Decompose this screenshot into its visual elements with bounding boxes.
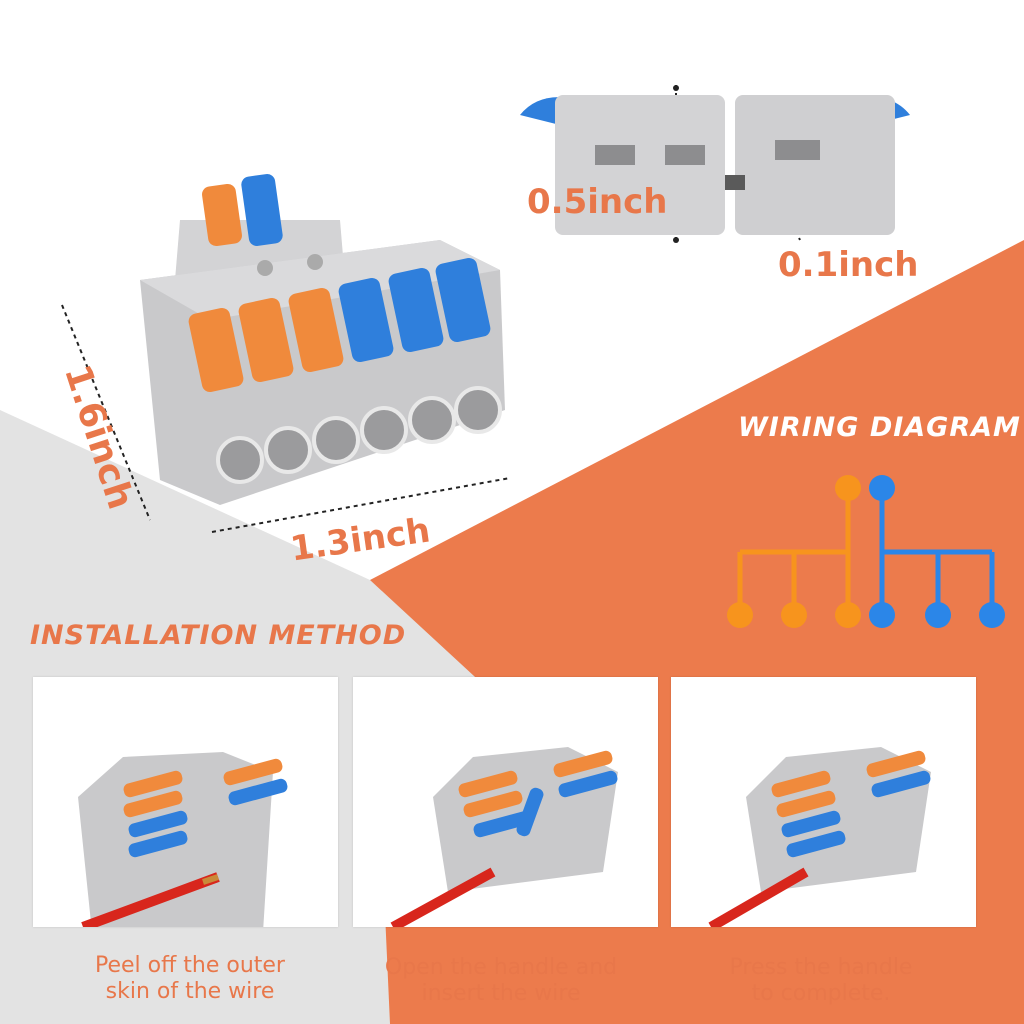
step-3-caption-line-2: to complete.: [751, 981, 891, 1006]
depth-dimension-label: 0.5inch: [527, 182, 668, 222]
connector-illustration: [140, 174, 505, 505]
step-2-photo: [390, 747, 618, 932]
orange-levers: [188, 287, 344, 393]
wiring-diagram: [727, 475, 1005, 628]
step-2-caption-line-1: Open the handle and: [384, 955, 618, 980]
step-2-panel: [353, 677, 658, 932]
wiring-diagram-heading: WIRING DIAGRAM: [738, 412, 1021, 443]
step-3-caption-line-1: Press the handle: [729, 955, 913, 980]
side-view-illustration: [520, 95, 910, 235]
gap-dimension-label: 0.1inch: [778, 245, 919, 285]
installation-method-heading: INSTALLATION METHOD: [30, 620, 407, 651]
step-3-panel: [671, 677, 976, 932]
step-1-caption: Peel off the outer skin of the wire: [40, 953, 340, 1005]
step-1-panel: [33, 677, 338, 942]
step-1-photo: [78, 752, 288, 942]
step-1-caption-line-2: skin of the wire: [105, 979, 275, 1004]
step-3-caption: Press the handle to complete.: [671, 955, 971, 1007]
step-2-caption-line-2: insert the wire: [421, 981, 581, 1006]
step-1-caption-line-1: Peel off the outer: [95, 953, 285, 978]
blue-levers: [338, 257, 491, 363]
step-2-caption: Open the handle and insert the wire: [351, 955, 651, 1007]
step-3-photo: [708, 747, 931, 932]
